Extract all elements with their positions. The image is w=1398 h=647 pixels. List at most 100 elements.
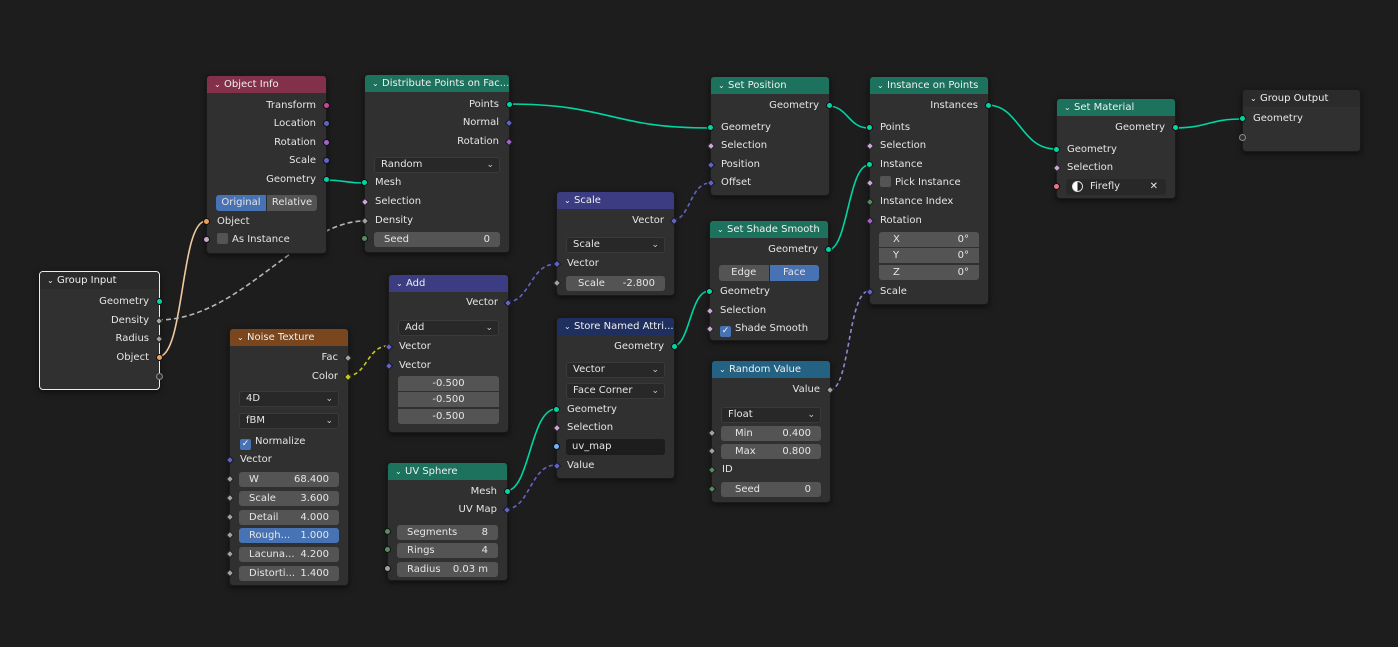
- roughness-socket[interactable]: [225, 530, 235, 540]
- pick-instance-socket[interactable]: [865, 178, 875, 188]
- geometry-input-socket[interactable]: [706, 288, 713, 295]
- radius-socket[interactable]: [384, 565, 391, 572]
- noise-texture-node[interactable]: ⌄Noise Texture Fac Color 4D⌄ fBM⌄ ✓Norma…: [225, 328, 353, 586]
- uvmap-output-socket[interactable]: [502, 505, 512, 515]
- offset-input-socket[interactable]: [706, 178, 716, 188]
- normalize-checkbox[interactable]: ✓: [240, 439, 251, 450]
- empty-socket[interactable]: [156, 373, 163, 380]
- object-info-node[interactable]: ⌄Object Info Transform Location Rotation…: [203, 75, 330, 254]
- chevron-down-icon[interactable]: ⌄: [564, 196, 571, 205]
- group-input-node[interactable]: ⌄Group Input Geometry Density Radius Obj…: [39, 271, 164, 390]
- add-header[interactable]: ⌄Add: [389, 275, 508, 292]
- location-socket[interactable]: [323, 120, 330, 127]
- geometry-output-socket[interactable]: [671, 343, 678, 350]
- chevron-down-icon[interactable]: ⌄: [1064, 103, 1071, 112]
- chevron-down-icon[interactable]: ⌄: [1250, 94, 1257, 103]
- set-shade-smooth-node[interactable]: ⌄Set Shade Smooth Geometry Edge Face Geo…: [705, 220, 832, 341]
- add-z-field[interactable]: -0.500: [398, 409, 499, 424]
- object-socket[interactable]: [156, 354, 163, 361]
- data-type-select[interactable]: Float⌄: [721, 407, 821, 423]
- vector-output-socket[interactable]: [669, 216, 679, 226]
- set-shade-smooth-header[interactable]: ⌄Set Shade Smooth: [710, 221, 828, 238]
- chevron-down-icon[interactable]: ⌄: [564, 322, 571, 331]
- fac-socket[interactable]: [343, 353, 353, 363]
- distribute-header[interactable]: ⌄Distribute Points on Fac...: [365, 75, 509, 92]
- scale-field[interactable]: Scale-2.800: [566, 276, 665, 291]
- geometry-output-socket[interactable]: [825, 246, 832, 253]
- geometry-socket[interactable]: [156, 298, 163, 305]
- vector-add-node[interactable]: ⌄Add Vector Add⌄ Vector Vector -0.500 -0…: [384, 274, 513, 433]
- lacunarity-socket[interactable]: [225, 549, 235, 559]
- chevron-down-icon[interactable]: ⌄: [214, 80, 221, 89]
- value-input-socket[interactable]: [552, 461, 562, 471]
- chevron-down-icon[interactable]: ⌄: [237, 333, 244, 342]
- vector-scale-node[interactable]: ⌄Scale Vector Scale⌄ Vector Scale-2.800: [552, 191, 679, 296]
- object-info-header[interactable]: ⌄Object Info: [207, 76, 326, 93]
- points-socket[interactable]: [506, 101, 513, 108]
- empty-socket[interactable]: [1239, 134, 1246, 141]
- relative-option[interactable]: Relative: [266, 195, 317, 211]
- edge-option[interactable]: Edge: [719, 265, 769, 281]
- rings-socket[interactable]: [384, 546, 391, 553]
- value-output-socket[interactable]: [825, 385, 835, 395]
- store-named-header[interactable]: ⌄Store Named Attri...: [557, 318, 674, 335]
- segments-socket[interactable]: [384, 528, 391, 535]
- chevron-down-icon[interactable]: ⌄: [47, 276, 54, 285]
- id-socket[interactable]: [707, 465, 717, 475]
- random-value-header[interactable]: ⌄Random Value: [712, 361, 830, 378]
- selection-input-socket[interactable]: [706, 141, 716, 151]
- points-input-socket[interactable]: [866, 124, 873, 131]
- geometry-input-socket[interactable]: [707, 124, 714, 131]
- instance-on-points-node[interactable]: ⌄Instance on Points Instances Points Sel…: [865, 76, 992, 305]
- shade-smooth-checkbox[interactable]: ✓: [720, 326, 731, 337]
- dimensions-select[interactable]: 4D⌄: [239, 391, 339, 407]
- seed-input-socket[interactable]: [361, 235, 368, 242]
- set-position-header[interactable]: ⌄Set Position: [711, 77, 829, 94]
- min-socket[interactable]: [707, 428, 717, 438]
- geometry-input-socket[interactable]: [1239, 115, 1246, 122]
- chevron-down-icon[interactable]: ⌄: [718, 81, 725, 90]
- instance-on-points-header[interactable]: ⌄Instance on Points: [870, 77, 988, 94]
- position-input-socket[interactable]: [706, 160, 716, 170]
- vector-input-socket[interactable]: [225, 455, 235, 465]
- color-socket[interactable]: [343, 372, 353, 382]
- mesh-output-socket[interactable]: [504, 488, 511, 495]
- selection-input-socket[interactable]: [1052, 163, 1062, 173]
- scale-header[interactable]: ⌄Scale: [557, 192, 674, 209]
- w-socket[interactable]: [225, 474, 235, 484]
- selection-input-socket[interactable]: [552, 423, 562, 433]
- scale-input-socket[interactable]: [865, 287, 875, 297]
- chevron-down-icon[interactable]: ⌄: [396, 279, 403, 288]
- mesh-input-socket[interactable]: [361, 179, 368, 186]
- instance-input-socket[interactable]: [866, 161, 873, 168]
- group-output-header[interactable]: ⌄Group Output: [1243, 90, 1360, 107]
- name-input-socket[interactable]: [553, 443, 560, 450]
- shade-smooth-socket[interactable]: [705, 324, 715, 334]
- set-material-node[interactable]: ⌄Set Material Geometry Geometry Selectio…: [1052, 98, 1179, 199]
- distortion-field[interactable]: Distorti...1.400: [239, 566, 339, 581]
- operation-select[interactable]: Scale⌄: [566, 237, 665, 253]
- store-named-attribute-node[interactable]: ⌄Store Named Attri... Geometry Vector⌄ F…: [552, 317, 678, 479]
- scale-input-socket[interactable]: [552, 278, 562, 288]
- original-option[interactable]: Original: [216, 195, 266, 211]
- density-socket[interactable]: [154, 316, 164, 326]
- vector-a-socket[interactable]: [384, 342, 394, 352]
- material-field[interactable]: Firefly✕: [1066, 179, 1166, 195]
- geometry-input-socket[interactable]: [553, 406, 560, 413]
- distribute-method-select[interactable]: Random⌄: [374, 157, 500, 173]
- face-option[interactable]: Face: [768, 265, 819, 281]
- material-input-socket[interactable]: [1053, 183, 1060, 190]
- geometry-output-socket[interactable]: [826, 102, 833, 109]
- smooth-domain-toggle[interactable]: Edge Face: [719, 265, 819, 281]
- vector-input-socket[interactable]: [552, 259, 562, 269]
- scale-socket[interactable]: [225, 493, 235, 503]
- attribute-name-field[interactable]: uv_map: [566, 439, 665, 455]
- detail-socket[interactable]: [225, 512, 235, 522]
- uv-sphere-header[interactable]: ⌄UV Sphere: [388, 463, 507, 480]
- max-socket[interactable]: [707, 446, 717, 456]
